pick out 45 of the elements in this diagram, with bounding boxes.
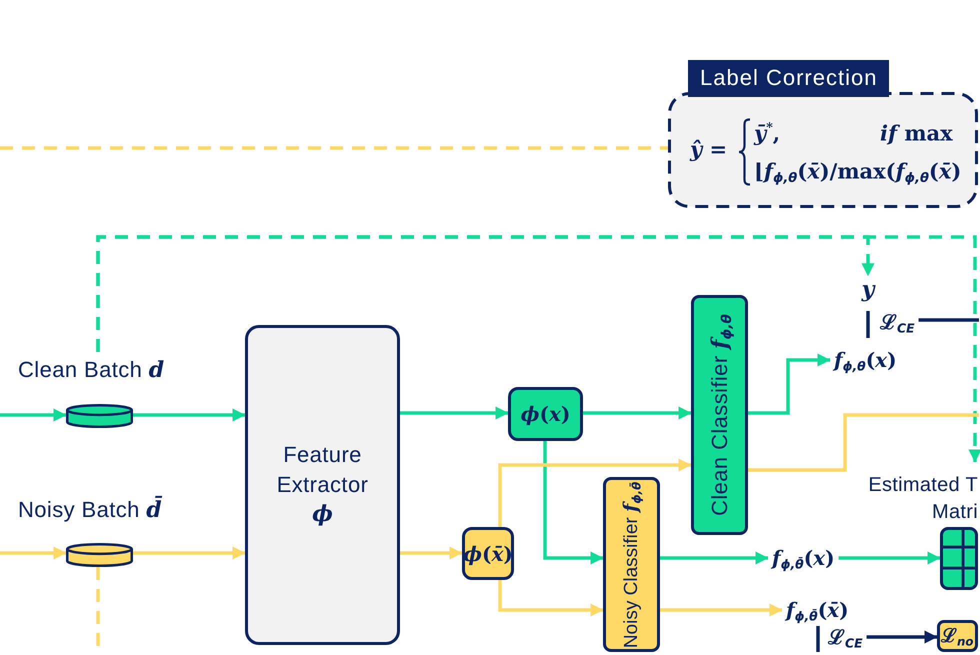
arrow xyxy=(0,408,67,422)
batch-label: Clean Batch d xyxy=(18,356,164,384)
formula-text: if max xyxy=(880,119,953,147)
arrow xyxy=(400,546,463,560)
classifier-box xyxy=(691,295,748,535)
arrow xyxy=(838,552,941,564)
formula-text: ⌊f$_{ϕ,θ}$(x̄)/max(f$_{ϕ,θ}$(x̄) xyxy=(754,157,962,185)
dashed-arrow xyxy=(96,235,980,463)
math-label: ℒ$_{CE}$ xyxy=(824,624,867,650)
arrow xyxy=(498,458,692,527)
arrow xyxy=(748,354,831,415)
connector-line xyxy=(918,318,979,322)
database-cylinder xyxy=(66,404,133,428)
math-label: f$_{ϕ,θ̄}$(x) xyxy=(768,545,839,571)
math-label: f$_{ϕ,θ}$(x) xyxy=(830,347,901,373)
arrow xyxy=(400,406,509,420)
arrow xyxy=(0,546,67,560)
arrow xyxy=(498,580,604,616)
arrow xyxy=(660,604,783,616)
arrow xyxy=(583,406,692,420)
connector-line xyxy=(748,413,979,472)
math-label: ϕ(x) xyxy=(520,401,570,427)
batch-label: Noisy Batch d̄ xyxy=(18,496,162,524)
arrow xyxy=(133,408,246,422)
matrix-label: Estimated T Matri xyxy=(867,473,978,525)
math-label: ϕ(x̄) xyxy=(463,540,513,566)
math-label: f$_{ϕ,θ̄}$(x̄) xyxy=(782,597,853,623)
arrow xyxy=(133,546,246,560)
arrow xyxy=(543,441,604,564)
feature-box xyxy=(462,527,514,580)
process-box xyxy=(245,325,400,645)
classifier-box xyxy=(603,477,660,652)
feature-box xyxy=(508,387,583,441)
panel-title: Label Correction xyxy=(688,60,890,97)
dashed-line xyxy=(0,146,668,150)
math-label: ℒ$_{CE}$ xyxy=(876,309,919,335)
formula-text: ȳ$^{*}$, xyxy=(754,119,780,147)
arrow xyxy=(866,630,938,644)
arrow xyxy=(660,552,769,564)
math-label: y xyxy=(858,276,878,304)
formula-text: ŷ = xyxy=(690,135,728,163)
database-cylinder xyxy=(66,543,133,567)
loss-box xyxy=(937,620,978,652)
math-label: ℒ$_{no}$ xyxy=(941,624,974,648)
box-label: Feature Extractor ϕ xyxy=(276,441,370,529)
